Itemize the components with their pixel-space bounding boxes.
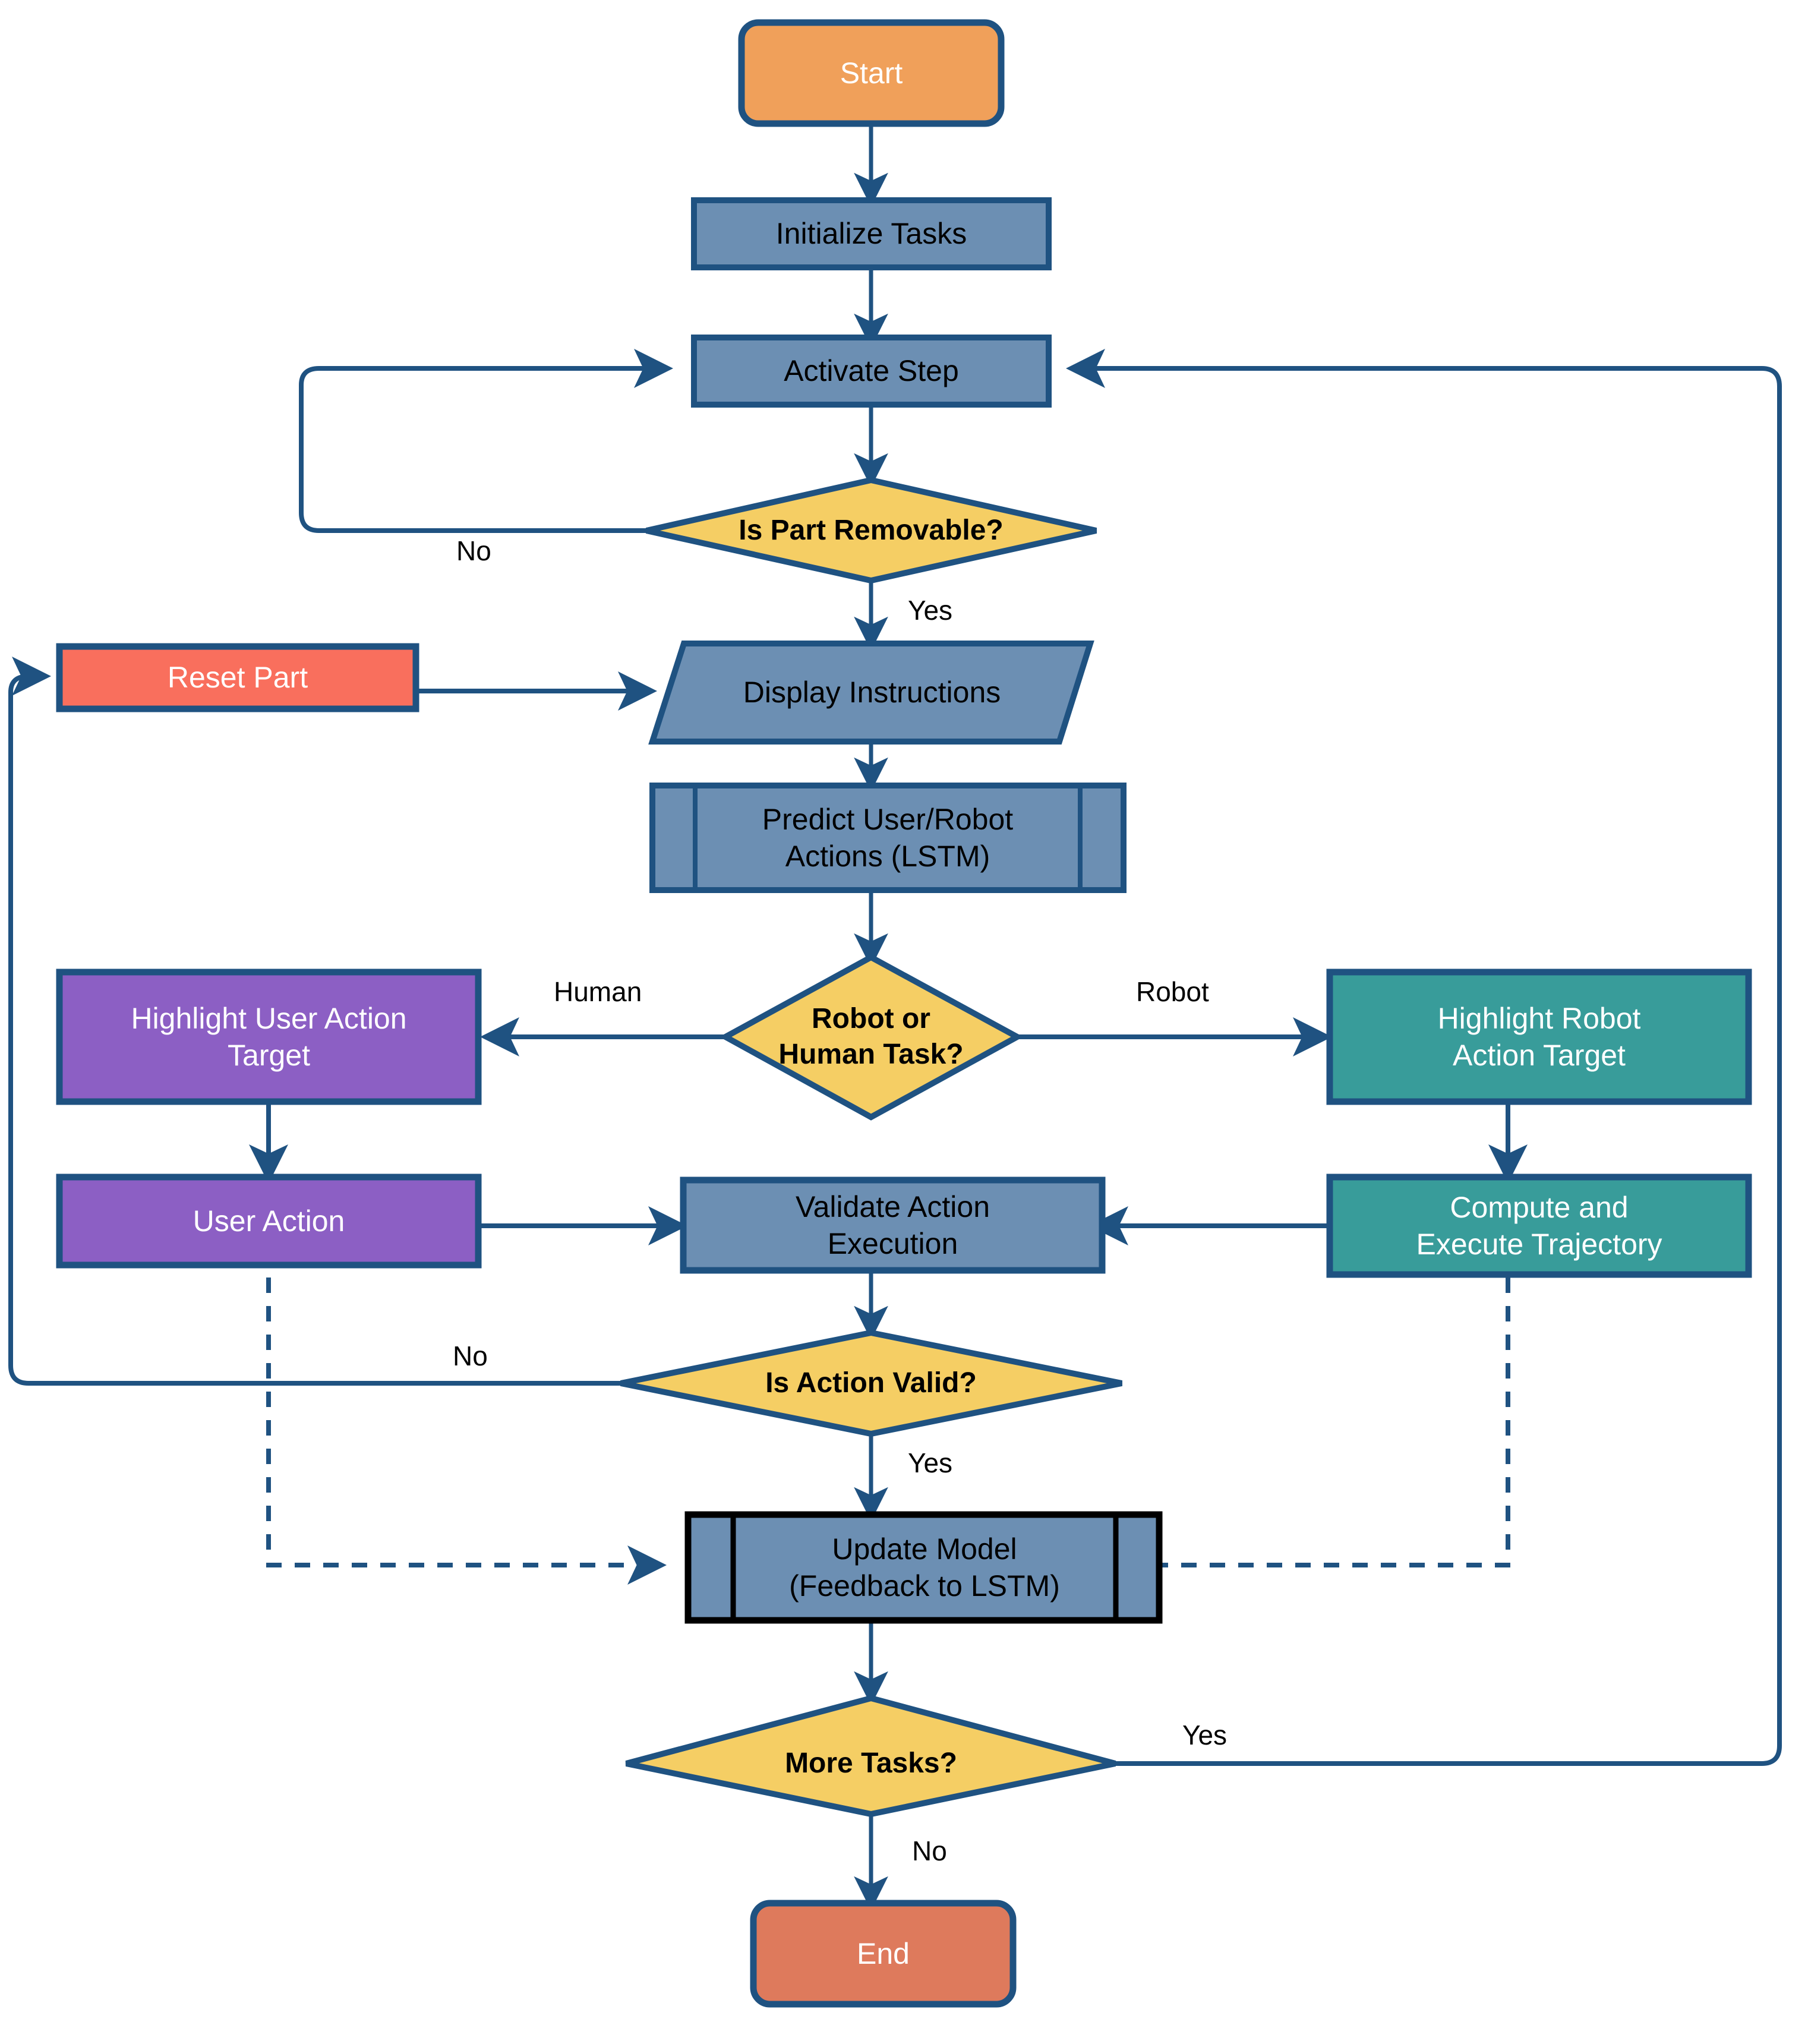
node-activate[interactable] [691, 335, 1052, 408]
edge-useraction-update-dashed [266, 1278, 667, 1585]
edge-label-yes-valid: Yes [908, 1447, 953, 1478]
edge-trajectory-update-dashed [1080, 1278, 1510, 1585]
edge-label-yes-removable: Yes [908, 595, 953, 626]
node-moretasks[interactable] [625, 1695, 1116, 1818]
node-display[interactable] [648, 641, 1094, 745]
edge-label-no-removable: No [456, 535, 491, 566]
node-roborhuman[interactable] [719, 954, 1024, 1121]
edge-label-no-more: No [912, 1835, 947, 1866]
node-isvalid[interactable] [620, 1329, 1122, 1437]
edge-label-no-valid: No [453, 1340, 488, 1371]
node-reset[interactable] [56, 643, 419, 712]
edge-label-yes-more: Yes [1182, 1720, 1228, 1750]
node-end[interactable] [750, 1900, 1017, 2008]
node-removable[interactable] [645, 477, 1097, 584]
node-validate[interactable] [680, 1176, 1106, 1274]
node-useraction[interactable] [56, 1174, 482, 1269]
edge-label-robot: Robot [1136, 976, 1209, 1007]
edge-moretasks-yes [1066, 349, 1782, 1766]
edge-label-human: Human [554, 976, 642, 1007]
node-predict[interactable] [649, 783, 1127, 893]
edge-isvalid-no [8, 657, 665, 1386]
node-start[interactable] [738, 19, 1005, 127]
node-trajectory[interactable] [1326, 1174, 1752, 1278]
node-update[interactable] [684, 1511, 1163, 1624]
node-hluser[interactable] [56, 969, 482, 1105]
node-hlrobot[interactable] [1326, 969, 1752, 1105]
edge-removable-no [299, 349, 673, 533]
node-init[interactable] [691, 197, 1052, 270]
